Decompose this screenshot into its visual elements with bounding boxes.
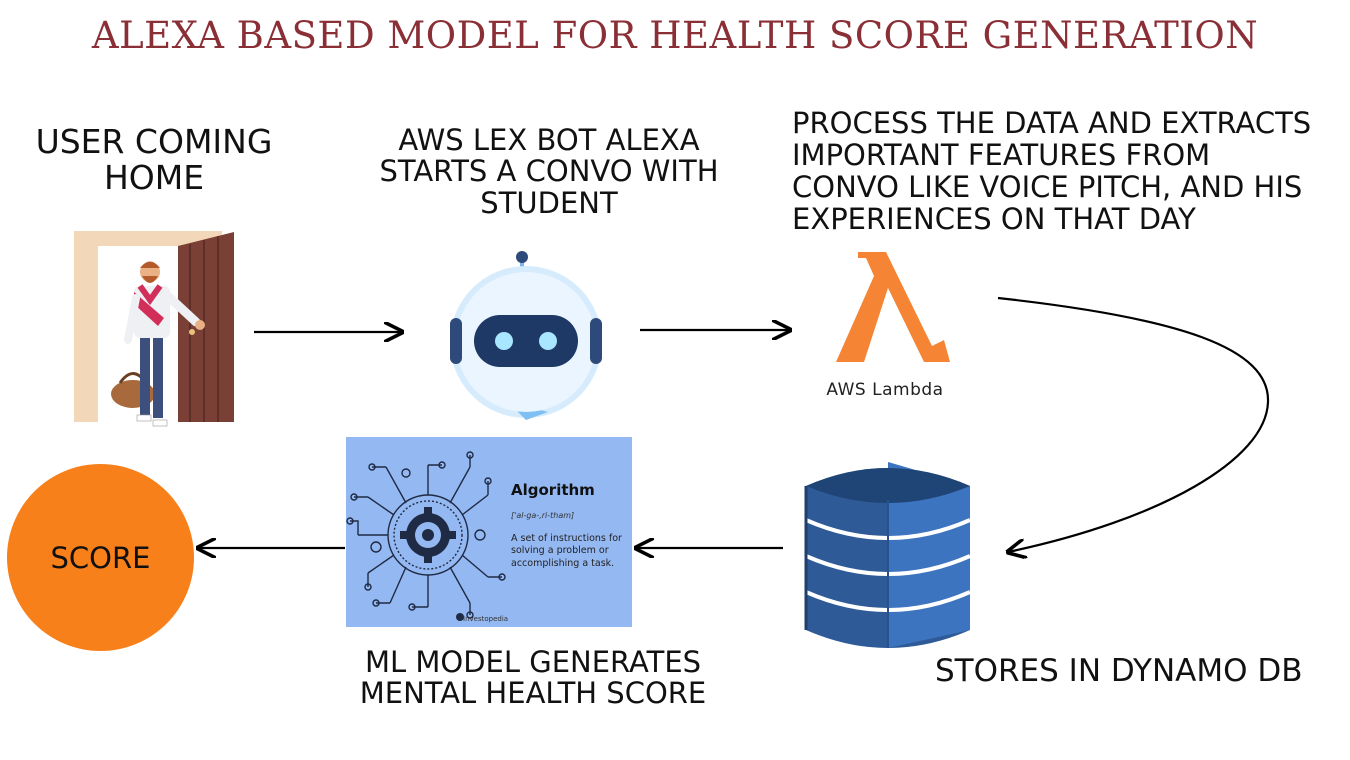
score-label: SCORE (50, 540, 151, 575)
user-caption-text: USER COMING HOME (35, 122, 273, 197)
process-caption-line: IMPORTANT FEATURES FROM (792, 137, 1211, 172)
score-circle: SCORE (7, 464, 194, 651)
ml-caption-text: ML MODEL GENERATES MENTAL HEALTH SCORE (359, 645, 707, 711)
lex-step-caption: AWS LEX BOT ALEXA STARTS A CONVO WITH ST… (345, 123, 753, 220)
process-caption-line: PROCESS THE DATA AND EXTRACTS (792, 106, 1312, 140)
arrow-lambda-to-dynamo (997, 296, 1270, 552)
algorithm-card: Algorithm ['al-ga-,ri-tham] A set of ins… (346, 437, 632, 627)
chatbot-icon (450, 251, 602, 420)
algorithm-icon (346, 451, 506, 621)
algorithm-card-description: A set of instructions for solving a prob… (511, 533, 622, 569)
aws-lambda-icon (836, 252, 950, 362)
ml-step-caption: ML MODEL GENERATES MENTAL HEALTH SCORE (323, 645, 743, 711)
flow-arrows (198, 296, 1270, 552)
process-caption-line: EXPERIENCES ON THAT DAY (792, 201, 1196, 236)
user-step-caption: USER COMING HOME (20, 124, 288, 195)
algorithm-card-phonetic: ['al-ga-,ri-tham] (511, 511, 575, 520)
lex-caption-text: AWS LEX BOT ALEXA STARTS A CONVO WITH ST… (379, 123, 719, 220)
page-title: ALEXA BASED MODEL FOR HEALTH SCORE GENER… (91, 14, 1259, 57)
person-at-door-icon (74, 231, 234, 427)
aws-lambda-label: AWS Lambda (826, 380, 944, 400)
algorithm-card-title: Algorithm (511, 481, 595, 499)
process-step-caption: PROCESS THE DATA AND EXTRACTS IMPORTANT … (792, 106, 1312, 236)
dynamo-step-caption: STORES IN DYNAMO DB (935, 653, 1303, 689)
process-caption-line: CONVO LIKE VOICE PITCH, AND HIS (792, 169, 1303, 204)
algorithm-card-brand: Investopedia (463, 615, 509, 623)
dynamodb-icon (804, 462, 971, 648)
